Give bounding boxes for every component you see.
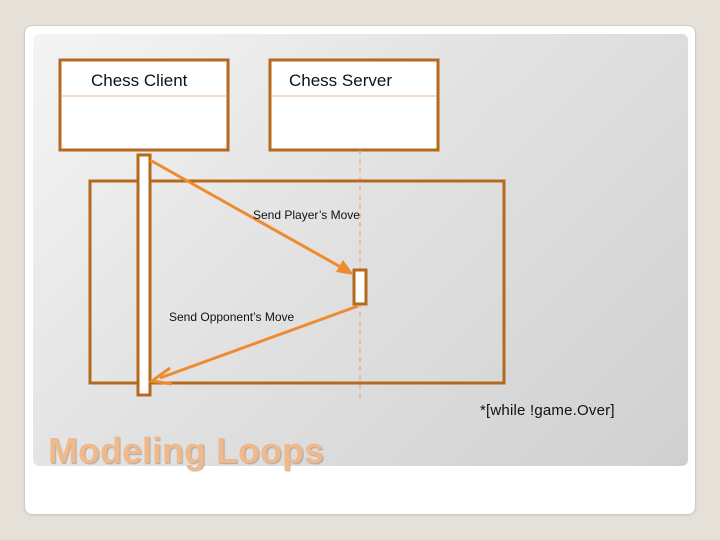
activation-bar-client <box>136 153 152 397</box>
slide-title: Modeling Loops <box>48 430 324 471</box>
message-arrow-player-move <box>149 158 347 272</box>
loop-guard-label: *[while !game.Over] <box>480 402 615 419</box>
object-name-server: Chess Server <box>289 71 392 90</box>
object-name-client: Chess Client <box>91 71 188 90</box>
loop-frame <box>88 179 506 385</box>
object-box-server <box>268 58 440 152</box>
arrowhead-opponent-move <box>148 366 173 386</box>
arrowhead-player-move <box>336 260 354 275</box>
message-label-player-move: Send Player’s Move <box>253 208 360 222</box>
message-label-opponent-move: Send Opponent’s Move <box>169 310 295 324</box>
message-arrow-opponent-move <box>159 304 359 380</box>
activation-bar-server <box>352 268 368 306</box>
object-box-client <box>58 58 230 152</box>
